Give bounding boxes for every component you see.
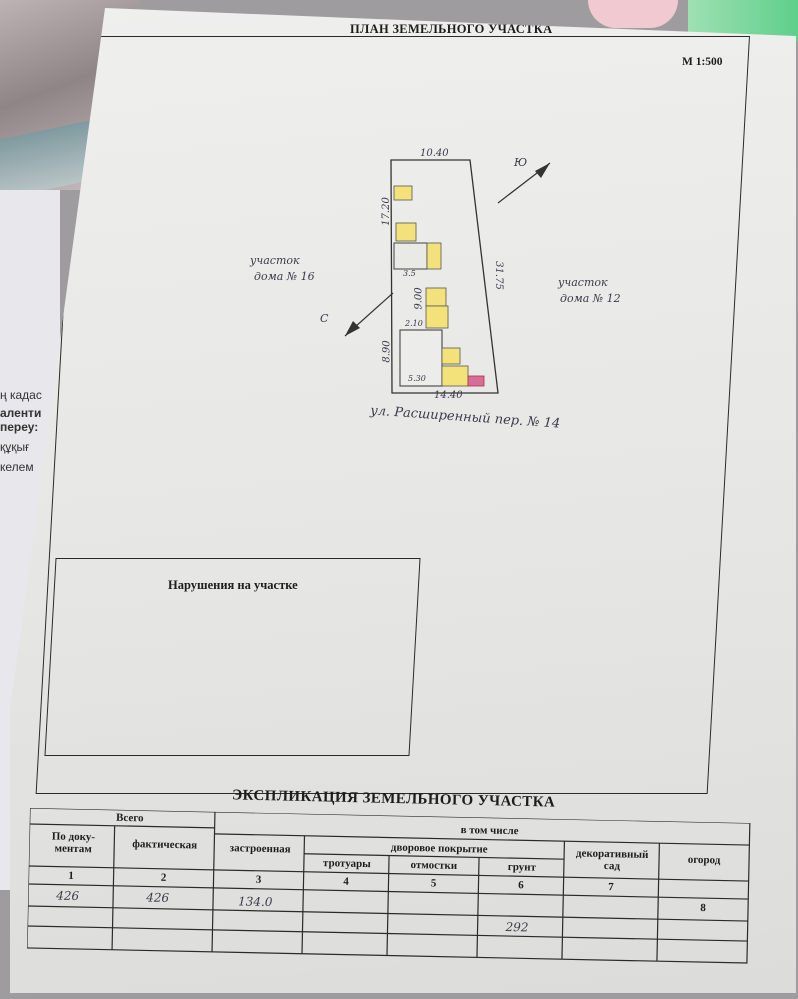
south-label: С bbox=[320, 312, 329, 325]
col-number-3: 3 bbox=[255, 873, 262, 886]
col-number-7: 7 bbox=[608, 881, 614, 894]
building-shed-1 bbox=[393, 185, 413, 201]
col-number-6: 6 bbox=[518, 879, 524, 892]
header-vegetable-garden: огород bbox=[687, 853, 721, 867]
header-soil: грунт bbox=[507, 861, 537, 874]
dim-top: 10.40 bbox=[420, 148, 449, 159]
building-porch-2 bbox=[441, 365, 469, 387]
value-soil: 292 bbox=[505, 919, 529, 935]
background-doc-text-1: ң кадас bbox=[0, 388, 42, 402]
dim-left-lower: 8.90 bbox=[381, 340, 393, 363]
scale-label: М 1:500 bbox=[682, 56, 723, 68]
dim-offset-b: 2.10 bbox=[405, 319, 423, 328]
dim-bottom: 14.40 bbox=[434, 390, 463, 401]
header-sidewalks: тротуары bbox=[322, 857, 371, 871]
building-main-upper bbox=[393, 242, 428, 270]
dim-right: 31.75 bbox=[492, 261, 504, 290]
value-actual: 426 bbox=[146, 890, 170, 905]
page-title: ПЛАН ЗЕМЕЛЬНОГО УЧАСТКА bbox=[350, 22, 553, 36]
building-shed-2 bbox=[395, 222, 417, 242]
building-mid-1 bbox=[425, 287, 447, 307]
value-by-documents: 426 bbox=[56, 888, 80, 904]
neighbor-left-label-1: участок bbox=[250, 254, 300, 267]
header-total: Всего bbox=[115, 811, 144, 825]
background-doc-text-2: аленти bbox=[0, 406, 42, 420]
col-number-5: 5 bbox=[430, 877, 437, 890]
explication-table: Всего По доку-ментам фактическая застрое… bbox=[26, 808, 751, 991]
north-arrow-head bbox=[535, 163, 550, 178]
dim-bottom-inner: 5.30 bbox=[408, 374, 426, 383]
site-plan-drawing bbox=[344, 159, 551, 394]
header-by-documents: По доку-ментам bbox=[51, 830, 96, 856]
lot-boundary bbox=[390, 159, 499, 394]
background-doc-text-4: құқығ bbox=[0, 440, 30, 454]
neighbor-right-label-2: дома № 12 bbox=[560, 292, 621, 305]
col-number-1: 1 bbox=[68, 869, 74, 882]
col-number-8: 8 bbox=[700, 902, 706, 915]
explication-table-grid bbox=[26, 808, 751, 964]
neighbor-right-label-1: участок bbox=[558, 276, 608, 289]
background-doc-text-3: переу: bbox=[0, 420, 39, 434]
background-object bbox=[588, 0, 678, 28]
north-label: Ю bbox=[514, 156, 528, 169]
building-house bbox=[399, 329, 443, 387]
building-annex bbox=[426, 242, 442, 270]
land-plot-plan-sheet: ПЛАН ЗЕМЕЛЬНОГО УЧАСТКА М 1:500 10.40 31… bbox=[10, 8, 796, 993]
violations-title: Нарушения на участке bbox=[168, 578, 298, 592]
dim-left-middle: 9.00 bbox=[413, 287, 425, 310]
building-gate bbox=[467, 375, 485, 387]
col-number-4: 4 bbox=[343, 875, 349, 888]
dim-offset-a: 3.5 bbox=[403, 269, 416, 278]
south-arrow-head bbox=[345, 321, 360, 336]
neighbor-left-label-2: дома № 16 bbox=[254, 270, 315, 283]
header-actual: фактическая bbox=[132, 838, 198, 852]
header-built: застроенная bbox=[229, 842, 291, 856]
building-porch-1 bbox=[441, 347, 461, 365]
header-including: в том числе bbox=[460, 824, 519, 838]
background-doc-text-5: келем bbox=[0, 460, 34, 474]
value-built: 134.0 bbox=[237, 894, 273, 910]
col-number-2: 2 bbox=[160, 871, 167, 884]
header-blind-area: отмостки bbox=[410, 858, 458, 872]
building-mid-2 bbox=[425, 305, 449, 329]
dim-left-upper: 17.20 bbox=[380, 197, 392, 226]
